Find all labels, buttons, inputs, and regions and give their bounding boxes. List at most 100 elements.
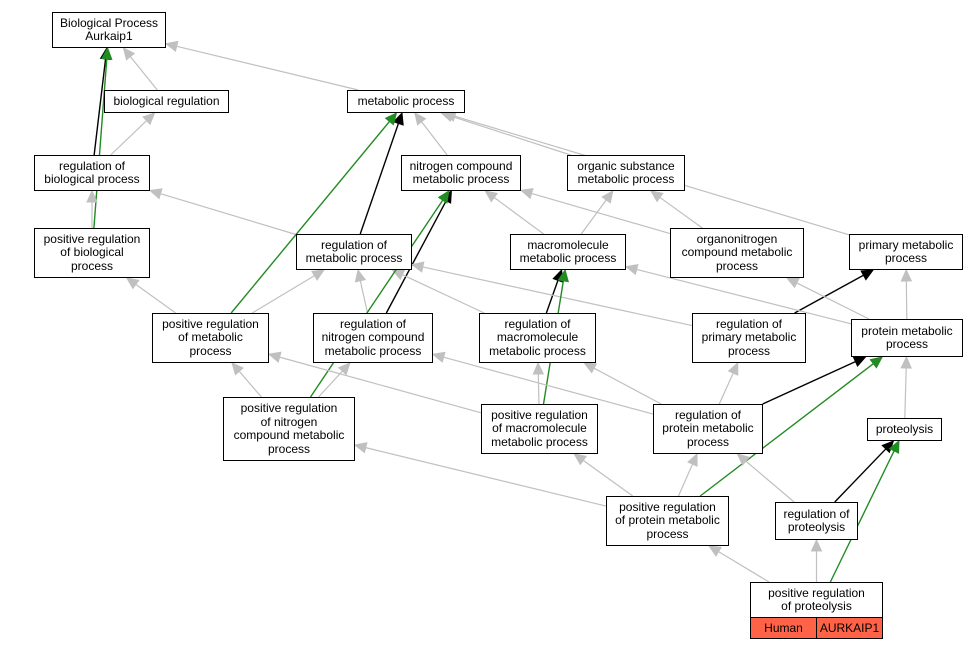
edge-reg_protein-to-reg_nitro xyxy=(431,351,654,415)
edge-line xyxy=(359,280,369,314)
edge-arrowhead xyxy=(164,40,179,53)
node-label-line: Aurkaip1 xyxy=(85,29,133,43)
edge-arrowhead xyxy=(86,189,98,203)
edge-arrowhead xyxy=(900,355,912,369)
edge-arrowhead xyxy=(736,453,750,466)
edge-line xyxy=(422,266,693,327)
edge-line xyxy=(238,370,262,398)
edge-reg_protein-to-reg_primary xyxy=(718,361,739,405)
edge-reg_metab-to-metab xyxy=(359,111,404,235)
edge-arrowhead xyxy=(649,190,664,203)
node-label-line: process xyxy=(715,258,758,273)
edge-arrowhead xyxy=(624,263,639,276)
node-label-line: process xyxy=(70,258,113,273)
edge-line xyxy=(580,199,607,235)
edge-line xyxy=(318,370,343,398)
edge-line xyxy=(762,360,856,405)
node-label-line: protein metabolic xyxy=(662,421,754,436)
node-label-line: proteolysis xyxy=(875,421,934,436)
edge-line xyxy=(796,282,870,320)
edge-arrowhead xyxy=(337,362,351,376)
edge-pos_proteolysis-to-pos_protein xyxy=(708,545,770,583)
edge-arrowhead xyxy=(708,545,722,557)
edge-arrowhead xyxy=(869,356,884,369)
node-label-line: positive regulation xyxy=(768,585,865,600)
edge-line xyxy=(537,373,540,405)
node-label-line: of macromolecule xyxy=(492,421,587,436)
edge-arrowhead xyxy=(354,268,367,283)
node-label-line: regulation of xyxy=(674,407,742,422)
edge-pos_macro-to-pos_metab xyxy=(267,351,482,414)
edge-arrowhead xyxy=(148,188,163,200)
node-label-line: metabolic process xyxy=(357,93,455,108)
edge-line xyxy=(251,275,315,314)
node-label-line: metabolic process xyxy=(577,172,675,186)
edge-reg_bio-to-bio_reg xyxy=(110,112,156,156)
node-label-line: metabolic process xyxy=(412,172,510,186)
edge-line xyxy=(582,459,634,497)
edge-line xyxy=(385,200,447,314)
node-label-line: process xyxy=(189,343,232,358)
node-label-line: organonitrogen xyxy=(696,231,778,246)
node-label-line: process xyxy=(267,441,310,456)
edge-reg_protein-to-reg_macro xyxy=(583,362,662,405)
node-biological-regulation[interactable]: biological regulation xyxy=(104,90,229,113)
edge-pos_proteolysis-to-reg_proteolysis xyxy=(810,538,823,582)
edge-protein_metab-to-primary xyxy=(900,268,913,320)
node-label-line: regulation of xyxy=(783,506,850,521)
edge-line xyxy=(699,363,874,497)
node-label-line: regulation of xyxy=(715,316,783,331)
edge-arrowhead xyxy=(231,362,244,376)
node-label-line: metabolic process xyxy=(519,251,617,265)
node-metabolic-process[interactable]: metabolic process xyxy=(347,90,465,113)
node-label-line: positive regulation xyxy=(162,316,259,331)
edge-arrowhead xyxy=(125,277,140,290)
edge-line xyxy=(443,356,654,415)
edge-pos_bio-to-reg_bio xyxy=(86,189,98,228)
node-proteolysis[interactable]: proteolysis xyxy=(867,418,942,441)
edge-pos_nitro-to-reg_nitro xyxy=(318,362,351,398)
edge-line xyxy=(421,121,448,156)
edge-arrowhead xyxy=(727,361,739,376)
edge-line xyxy=(745,460,795,503)
node-positive-regulation-of-proteolysis[interactable]: positive regulation of proteolysis Human… xyxy=(750,582,883,639)
edge-arrowhead xyxy=(392,111,404,126)
edge-arrowhead xyxy=(601,190,614,204)
edge-proteolysis-to-protein_metab xyxy=(900,355,912,419)
species-cell[interactable]: Human xyxy=(751,618,816,638)
edge-pos_protein-to-pos_macro xyxy=(573,453,634,497)
edge-reg_primary-to-reg_metab xyxy=(410,261,693,327)
edge-reg_macro-to-reg_metab xyxy=(391,269,485,314)
edge-line xyxy=(160,193,297,236)
node-label-line: positive regulation xyxy=(491,407,588,422)
node-label-line: metabolic process xyxy=(491,434,588,449)
node-label-line: of proteolysis xyxy=(781,599,852,613)
gene-symbol-cell[interactable]: AURKAIP1 xyxy=(816,618,882,638)
edge-pos_metab-to-metab xyxy=(230,112,398,314)
node-label-line: process xyxy=(885,337,928,351)
node-label-line: primary metabolic xyxy=(858,237,954,252)
edge-pos_metab-to-pos_bio xyxy=(125,277,176,314)
edge-arrowhead xyxy=(353,442,368,454)
edge-arrowhead xyxy=(573,453,587,466)
edge-protein_metab-to-macro xyxy=(624,263,852,325)
